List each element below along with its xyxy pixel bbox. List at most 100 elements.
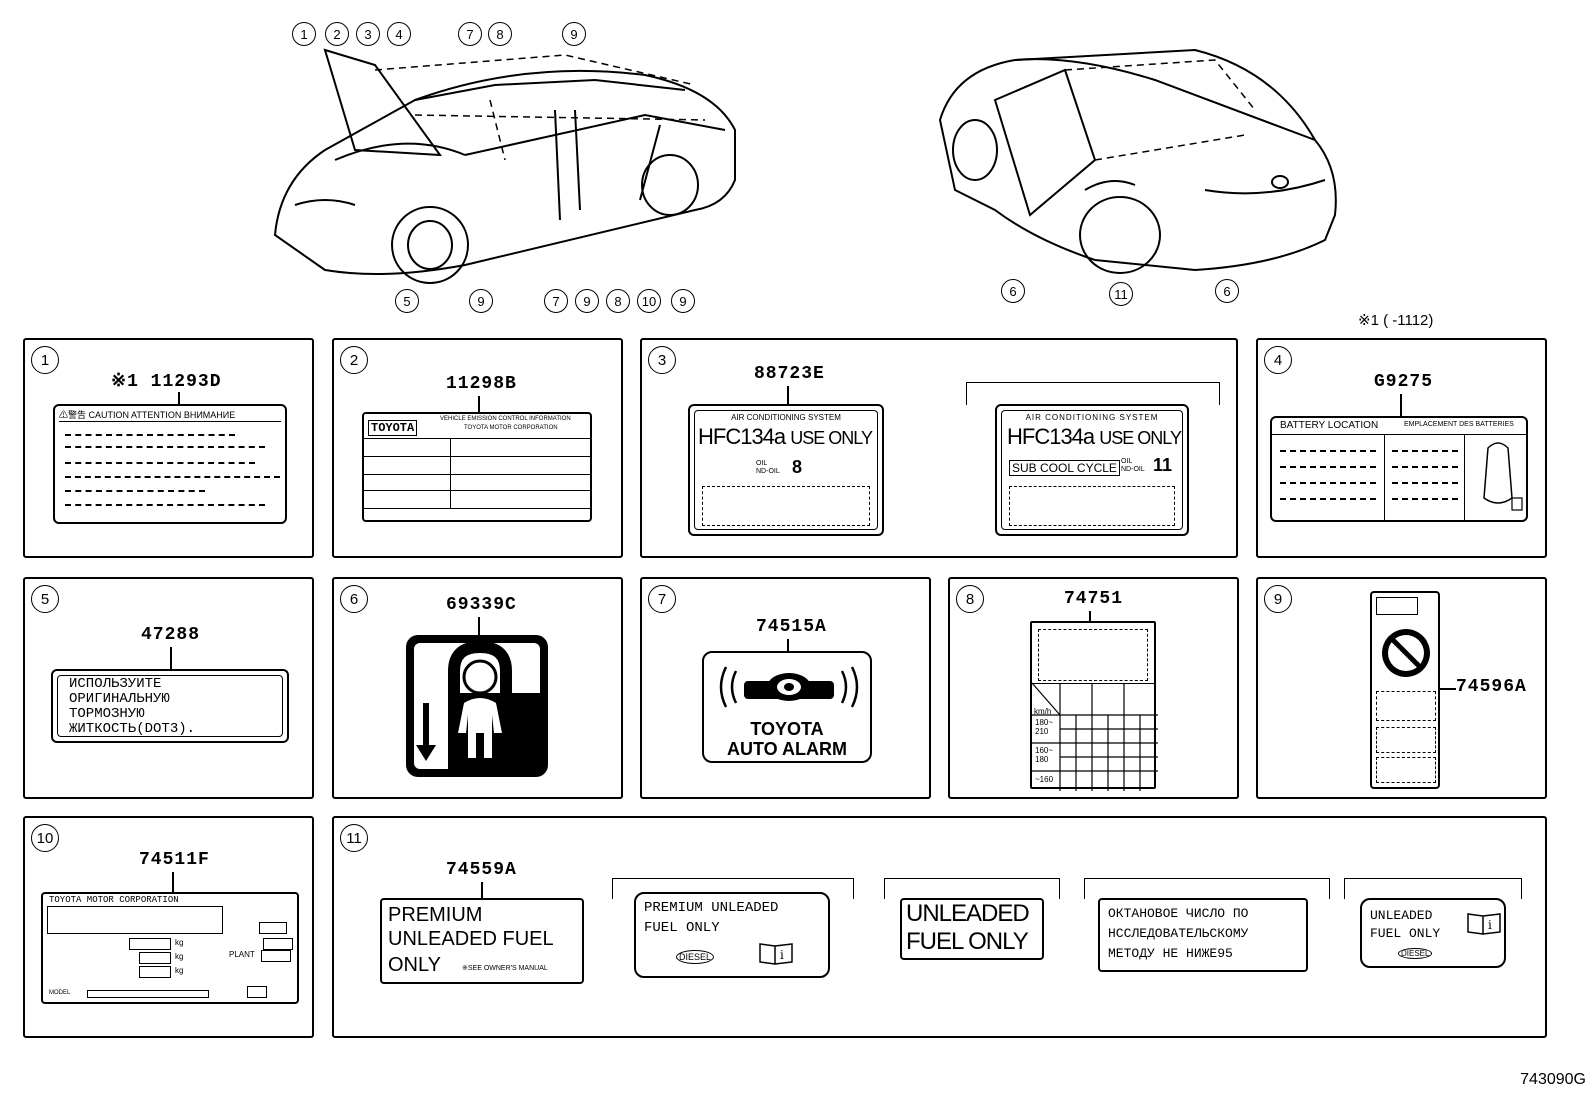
front-car-illustration bbox=[273, 48, 736, 284]
callout-6-left: 6 bbox=[1001, 279, 1025, 303]
panel-number: 5 bbox=[31, 585, 59, 613]
panel-number: 4 bbox=[1264, 346, 1292, 374]
airbag-warning-label bbox=[1370, 591, 1440, 789]
panel-8: 8 74751 km/h 180~ 210 160~ 180 ~16 bbox=[948, 577, 1239, 799]
fuel-a-line-2: UNLEADED FUEL bbox=[388, 928, 554, 950]
part-number: ※1 11293D bbox=[111, 372, 222, 392]
kg-text-3: kg bbox=[175, 966, 184, 975]
fuel-a-line-3: ONLY bbox=[388, 954, 441, 976]
panel-7: 7 74515A TOYOTA AUTO ALARM bbox=[640, 577, 931, 799]
fuel-label-d: ОКТАНОВОЕ ЧИСЛО ПО НССЛЕДОВАТЕЛЬСКОМУ МЕ… bbox=[1098, 898, 1308, 972]
part-number: 74751 bbox=[1064, 589, 1124, 609]
no-rear-child-seat-icon bbox=[1382, 629, 1430, 677]
callout-8-bottom: 8 bbox=[606, 289, 630, 313]
panel-number: 1 bbox=[31, 346, 59, 374]
nd-oil-text-2: ND-OIL bbox=[1121, 466, 1145, 473]
callout-2: 2 bbox=[325, 22, 349, 46]
callout-3: 3 bbox=[356, 22, 380, 46]
brake-line-2: ОРИГИНАЛЬНУЮ bbox=[69, 691, 170, 707]
panel-11: 11 74559A PREMIUM UNLEADED FUEL ONLY ※SE… bbox=[332, 816, 1547, 1038]
panel-number: 9 bbox=[1264, 585, 1292, 613]
panel-number: 2 bbox=[340, 346, 368, 374]
brake-line-4: ЖИТКОСТЬ(DOT3). bbox=[69, 721, 196, 737]
nd-oil-text: ND-OIL bbox=[756, 468, 780, 475]
fuel-a-line-1: PREMIUM bbox=[388, 904, 483, 926]
callout-9-right: 9 bbox=[671, 289, 695, 313]
sub-cool-text: SUB COOL CYCLE bbox=[1009, 460, 1120, 476]
panel-number: 6 bbox=[340, 585, 368, 613]
svg-text:i: i bbox=[780, 948, 784, 962]
part-number: 74596A bbox=[1456, 677, 1527, 697]
brake-fluid-label: ИСПОЛЬЗУИТЕ ОРИГИНАЛЬНУЮ ТОРМОЗНУЮ ЖИТКО… bbox=[51, 669, 289, 743]
part-number: 11298B bbox=[446, 374, 517, 394]
vin-corp-text: TOYOTA MOTOR CORPORATION bbox=[49, 895, 179, 905]
callout-6-right: 6 bbox=[1215, 279, 1239, 303]
panel-5: 5 47288 ИСПОЛЬЗУИТЕ ОРИГИНАЛЬНУЮ ТОРМОЗН… bbox=[23, 577, 314, 799]
corp-text: TOYOTA MOTOR CORPORATION bbox=[464, 425, 558, 431]
toyota-text: TOYOTA bbox=[368, 420, 418, 436]
alarm-label: TOYOTA AUTO ALARM bbox=[702, 651, 872, 763]
battery-location-text: BATTERY LOCATION bbox=[1280, 420, 1379, 431]
oil-text: OIL bbox=[756, 460, 768, 467]
callout-8-top: 8 bbox=[488, 22, 512, 46]
fuel-label-b: PREMIUM UNLEADED FUEL ONLY DIESEL i bbox=[634, 892, 830, 978]
speed-row-2: 160~ 180 bbox=[1035, 746, 1054, 764]
panel-2: 2 11298B TOYOTA VEHICLE EMISSION CONTROL… bbox=[332, 338, 623, 558]
ac-label-1: AIR CONDITIONING SYSTEM HFC134a USE ONLY… bbox=[688, 404, 884, 536]
panel-9: 9 74596A bbox=[1256, 577, 1547, 799]
battery-location-fr: EMPLACEMENT DES BATTERIES bbox=[1404, 421, 1514, 428]
fuel-label-c: UNLEADED FUEL ONLY bbox=[900, 898, 1044, 960]
fuel-label-e: UNLEADED FUEL ONLY DIESEL i bbox=[1360, 898, 1506, 968]
callout-9-top: 9 bbox=[562, 22, 586, 46]
panel-number: 10 bbox=[31, 824, 59, 852]
fuel-d-line-2: НССЛЕДОВАТЕЛЬСКОМУ bbox=[1108, 926, 1249, 941]
oil-number-2: 11 bbox=[1153, 455, 1173, 475]
ac-title-2: AIR CONDITIONING SYSTEM bbox=[1025, 413, 1159, 422]
hfc-text: HFC134a bbox=[698, 424, 786, 449]
part-number: G9275 bbox=[1374, 372, 1434, 392]
part-number: 88723E bbox=[754, 364, 825, 384]
part-number: 74511F bbox=[139, 850, 210, 870]
brake-line-1: ИСПОЛЬЗУИТЕ bbox=[69, 676, 162, 692]
callout-4: 4 bbox=[387, 22, 411, 46]
callout-9-left: 9 bbox=[469, 289, 493, 313]
panel-1: 1 ※1 11293D ⚠警告 CAUTION ATTENTION ВНИМАН… bbox=[23, 338, 314, 558]
ac-title: AIR CONDITIONING SYSTEM bbox=[731, 413, 841, 422]
kg-text-2: kg bbox=[175, 952, 184, 961]
panel-number: 7 bbox=[648, 585, 676, 613]
kg-text-1: kg bbox=[175, 938, 184, 947]
callout-1: 1 bbox=[292, 22, 316, 46]
alarm-text-1: TOYOTA bbox=[750, 719, 824, 739]
diesel-prohibited-icon: DIESEL bbox=[676, 950, 715, 964]
callout-5: 5 bbox=[395, 289, 419, 313]
panel-3: 3 88723E AIR CONDITIONING SYSTEM HFC134a… bbox=[640, 338, 1238, 558]
alarm-text-2: AUTO ALARM bbox=[727, 739, 847, 759]
fuel-label-a: PREMIUM UNLEADED FUEL ONLY ※SEE OWNER'S … bbox=[380, 898, 584, 984]
callout-11: 11 bbox=[1109, 282, 1133, 306]
fuel-a-note: ※SEE OWNER'S MANUAL bbox=[462, 965, 548, 972]
fuel-c-line-1: UNLEADED bbox=[906, 900, 1030, 927]
speed-row-3: ~160 bbox=[1035, 775, 1054, 784]
child-lock-icon bbox=[406, 635, 548, 777]
manual-book-icon: i bbox=[759, 943, 793, 965]
use-only-text-2: USE ONLY bbox=[1099, 428, 1182, 448]
fuel-d-line-1: ОКТАНОВОЕ ЧИСЛО ПО bbox=[1108, 906, 1249, 921]
oil-text-2: OIL bbox=[1121, 458, 1133, 465]
callout-7-bottom: 7 bbox=[544, 289, 568, 313]
fuel-c-line-2: FUEL ONLY bbox=[906, 928, 1029, 955]
emission-subtitle: VEHICLE EMISSION CONTROL INFORMATION bbox=[440, 416, 571, 422]
part-number: 74559A bbox=[446, 860, 517, 880]
brake-line-3: ТОРМОЗНУЮ bbox=[69, 706, 145, 722]
panel-6: 6 69339C bbox=[332, 577, 623, 799]
fuel-e-line-2: FUEL ONLY bbox=[1370, 926, 1441, 941]
model-text: MODEL bbox=[49, 990, 71, 996]
manual-book-icon-2: i bbox=[1467, 913, 1501, 935]
caution-label: ⚠警告 CAUTION ATTENTION ВНИМАНИЕ bbox=[53, 404, 287, 524]
alarm-car-icon bbox=[719, 666, 859, 708]
fuel-e-line-1: UNLEADED bbox=[1370, 908, 1433, 923]
callout-7-top: 7 bbox=[458, 22, 482, 46]
panel-4: 4 G9275 BATTERY LOCATION EMPLACEMENT DES… bbox=[1256, 338, 1547, 558]
speed-table-label: km/h 180~ 210 160~ 180 ~160 bbox=[1030, 621, 1158, 791]
part-number: 74515A bbox=[756, 617, 827, 637]
speed-row-1: 180~ 210 bbox=[1035, 718, 1054, 736]
